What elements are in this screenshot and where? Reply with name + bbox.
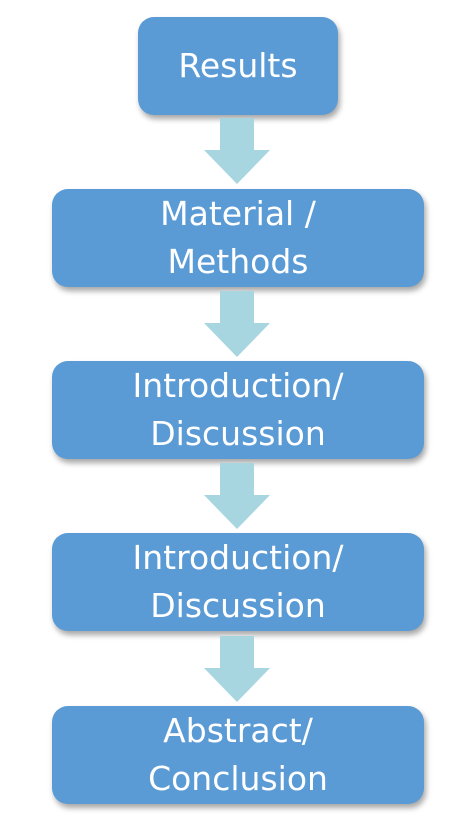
step-label-line: Results	[178, 46, 298, 85]
step-material-methods: Material / Methods	[52, 189, 424, 287]
down-arrow-icon	[204, 463, 270, 529]
down-arrow-icon	[204, 118, 270, 184]
step-label-line: Introduction/	[132, 366, 344, 405]
step-abstract-conclusion: Abstract/ Conclusion	[52, 706, 424, 804]
step-label-line: Conclusion	[148, 759, 328, 798]
step-introduction-discussion-2: Introduction/ Discussion	[52, 533, 424, 631]
step-introduction-discussion: Introduction/ Discussion	[52, 361, 424, 459]
step-results: Results	[138, 17, 338, 115]
step-label-line: Abstract/	[163, 711, 313, 750]
down-arrow-icon	[204, 636, 270, 702]
down-arrow-icon	[204, 291, 270, 357]
step-label-line: Material /	[160, 194, 316, 233]
step-label-line: Discussion	[150, 586, 326, 625]
step-label-line: Introduction/	[132, 538, 344, 577]
step-label-line: Discussion	[150, 414, 326, 453]
step-label-line: Methods	[167, 242, 309, 281]
